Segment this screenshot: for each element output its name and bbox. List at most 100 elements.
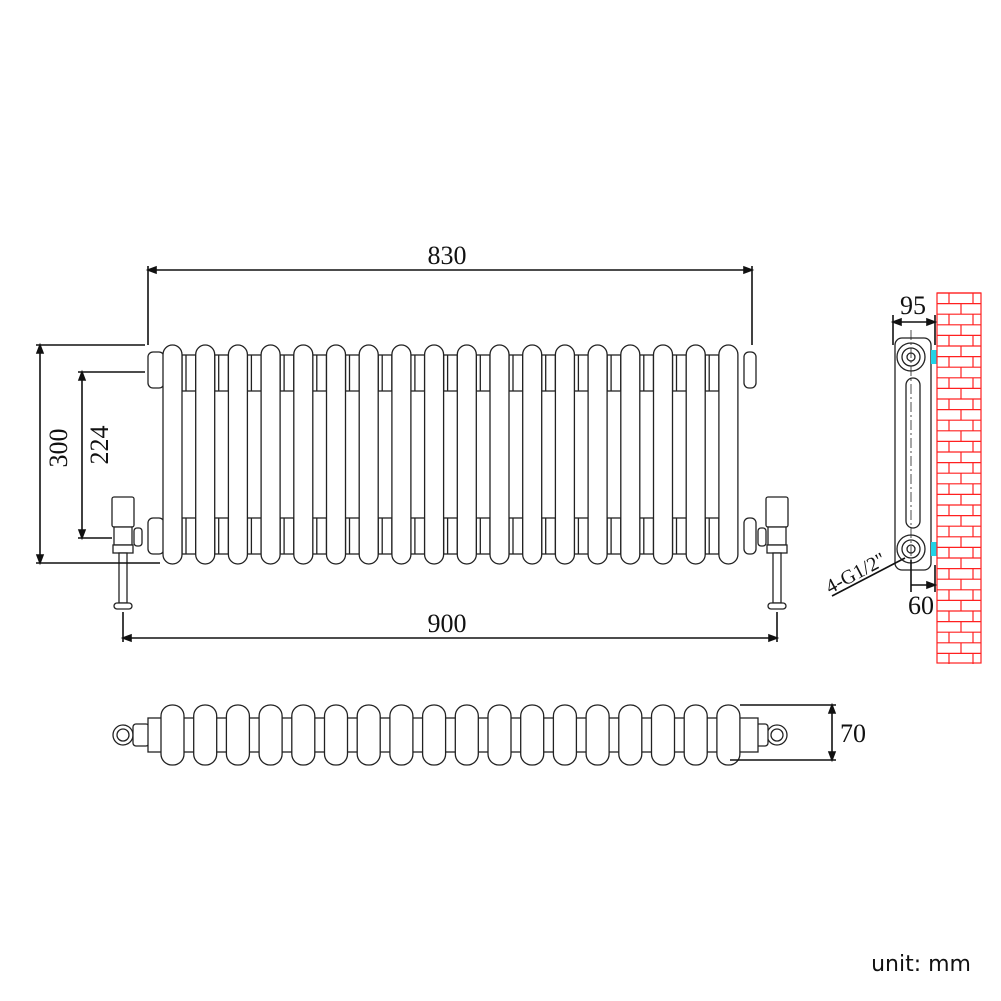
top-view-column	[552, 704, 578, 766]
connection-leader	[831, 557, 906, 597]
valve-body	[113, 526, 133, 546]
connector-bottom	[606, 517, 622, 555]
radiator-column	[260, 344, 281, 565]
connector-top	[279, 354, 295, 392]
connector-bottom	[573, 517, 589, 555]
dim-arrow	[827, 702, 837, 714]
valve-handle-left-inner	[116, 728, 130, 742]
connection-label: 4-G1/2"	[822, 549, 890, 599]
top-view-column	[389, 704, 414, 766]
valve-union	[133, 527, 143, 547]
valve-nut	[112, 544, 134, 554]
valve-body-left	[132, 723, 150, 747]
front-view	[111, 344, 789, 610]
connector-top	[442, 354, 458, 392]
valve-head	[765, 496, 789, 528]
radiator-column	[293, 344, 314, 565]
pipe-flange	[767, 602, 787, 610]
radiator-column	[358, 344, 379, 565]
connector-top	[573, 354, 589, 392]
connector-top	[181, 354, 197, 392]
top-view-column	[716, 704, 741, 766]
connector-bottom	[344, 517, 360, 555]
radiator-column	[620, 344, 641, 565]
radiator-column	[718, 344, 739, 565]
radiator-column	[489, 344, 510, 565]
top-view-column	[160, 704, 185, 766]
valve-union	[757, 527, 767, 547]
connector-bottom	[639, 517, 655, 555]
top-view-column	[225, 704, 251, 766]
connector-bottom	[312, 517, 328, 555]
wall-outline	[936, 292, 982, 664]
pipe-flange	[113, 602, 133, 610]
top-view-column	[585, 704, 610, 766]
radiator-column	[227, 344, 249, 565]
wall-bracket	[931, 350, 937, 364]
connector-top	[410, 354, 426, 392]
connector-bottom	[246, 517, 262, 555]
connector-bottom	[442, 517, 458, 555]
unit-label: unit: mm	[871, 952, 971, 977]
radiator-column	[685, 344, 706, 565]
connector-bottom	[214, 517, 230, 555]
top-view-column	[291, 704, 316, 766]
dim-224: 224	[85, 426, 114, 465]
dim-arrow	[120, 633, 132, 643]
connector-top	[508, 354, 524, 392]
dim-arrow	[77, 369, 87, 381]
connector-top	[541, 354, 557, 392]
radiator-column	[162, 344, 183, 565]
top-view-column	[618, 704, 643, 766]
radiator-column	[195, 344, 216, 565]
dim-900: 900	[428, 609, 467, 638]
connector-bottom	[671, 517, 687, 555]
top-view-column	[520, 704, 545, 766]
radiator-column	[522, 344, 543, 565]
side-slot	[905, 377, 921, 529]
dim-arrow	[890, 317, 902, 327]
dim-arrow	[768, 633, 780, 643]
dim-830: 830	[428, 241, 467, 270]
dim-arrow	[145, 265, 157, 275]
top-view-column	[650, 704, 676, 766]
connector-top	[344, 354, 360, 392]
connector-bottom	[410, 517, 426, 555]
top-view-column	[421, 704, 447, 766]
valve-nut	[766, 544, 788, 554]
dim-arrow	[926, 317, 938, 327]
connector-bottom	[541, 517, 557, 555]
dim-95: 95	[900, 291, 926, 320]
dim-60: 60	[908, 591, 934, 620]
dim-70: 70	[840, 719, 866, 748]
radiator-column	[423, 344, 445, 565]
top-view-column	[356, 704, 381, 766]
connector-top	[704, 354, 720, 392]
connector-bottom	[279, 517, 295, 555]
connector-bottom	[704, 517, 720, 555]
top-view-column	[454, 704, 479, 766]
radiator-column	[391, 344, 412, 565]
valve-head	[111, 496, 135, 528]
valve-handle-right-inner	[770, 728, 784, 742]
dimension-lines	[35, 265, 938, 763]
connector-top	[671, 354, 687, 392]
top-view-column	[193, 704, 218, 766]
end-plug-bottom-right	[743, 517, 757, 555]
top-view-column	[683, 704, 708, 766]
top-view	[112, 704, 788, 766]
side-view	[894, 292, 982, 664]
radiator-column	[554, 344, 576, 565]
connector-bottom	[475, 517, 491, 555]
dim-arrow	[35, 342, 45, 354]
connector-bottom	[181, 517, 197, 555]
connector-top	[475, 354, 491, 392]
radiator-column	[652, 344, 674, 565]
valve	[757, 496, 789, 610]
radiator-column	[587, 344, 608, 565]
connector-top	[606, 354, 622, 392]
dim-300: 300	[44, 429, 73, 468]
radiator-column	[456, 344, 477, 565]
connector-bottom	[377, 517, 393, 555]
